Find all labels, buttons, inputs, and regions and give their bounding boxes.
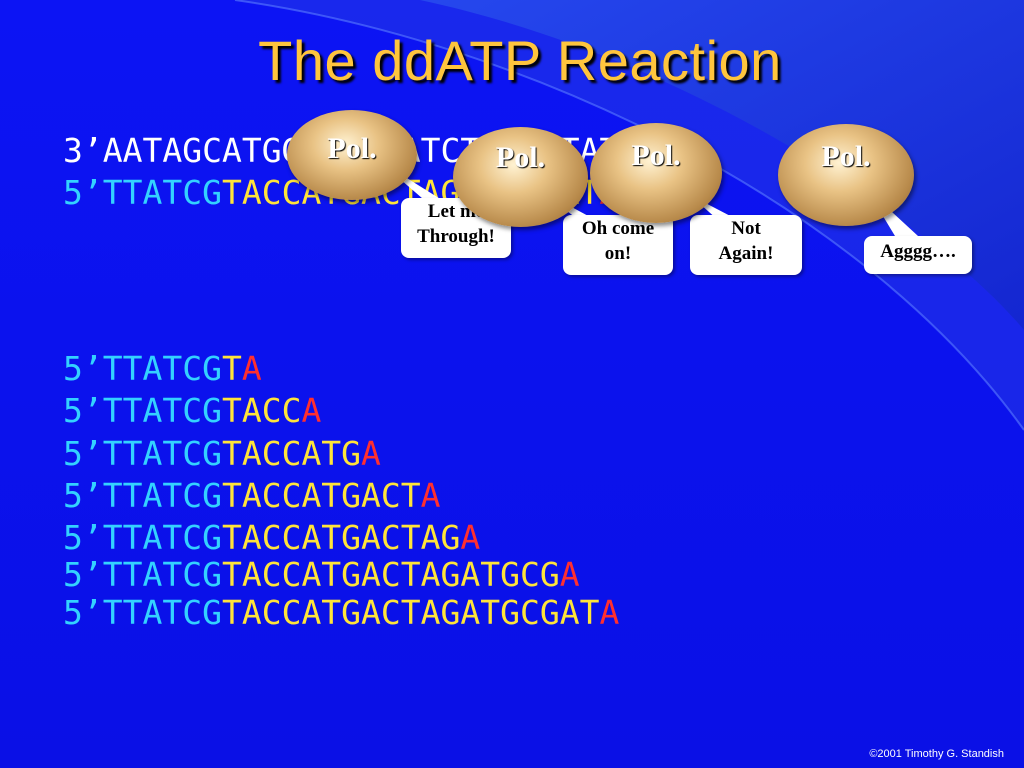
- fragment-prime: 5’: [63, 555, 103, 594]
- fragment-3: 5’TTATCGTACCATGA: [63, 437, 381, 470]
- speech-line: Through!: [417, 225, 495, 247]
- fragment-prime: 5’: [63, 349, 103, 388]
- fragment-prime: 5’: [63, 518, 103, 557]
- fragment-extension: TACCATGACTAGATGCGAT: [221, 593, 600, 632]
- speech-bubble-2: Oh come on!: [563, 215, 673, 275]
- fragment-6: 5’TTATCGTACCATGACTAGATGCGA: [63, 558, 580, 591]
- slide-title: The ddATP Reaction: [258, 29, 782, 92]
- template-prime: 3’: [63, 131, 103, 170]
- polymerase-label: Pol.: [631, 139, 681, 172]
- polymerase-label: Pol.: [495, 141, 546, 174]
- extended-primer: TTATCG: [102, 173, 222, 212]
- polymerase-2: Pol.: [453, 127, 588, 227]
- fragment-5: 5’TTATCGTACCATGACTAGA: [63, 521, 480, 554]
- fragment-primer: TTATCG: [102, 476, 222, 515]
- speech-line: on!: [604, 242, 632, 264]
- polymerase-label: Pol.: [327, 132, 377, 165]
- polymerase-1: Pol.: [287, 110, 417, 200]
- polymerase-4: Pol.: [778, 124, 914, 226]
- fragment-2: 5’TTATCGTACCA: [63, 394, 321, 427]
- fragment-terminator: A: [241, 349, 262, 388]
- speech-line: Not: [731, 218, 761, 239]
- speech-bubble-4: Agggg….: [864, 236, 972, 274]
- fragment-primer: TTATCG: [102, 434, 222, 473]
- speech-line: Oh come: [581, 218, 655, 239]
- fragment-extension: T: [221, 349, 242, 388]
- speech-line: Agggg….: [880, 241, 956, 262]
- fragment-prime: 5’: [63, 476, 103, 515]
- fragment-terminator: A: [361, 434, 381, 473]
- polymerase-label: Pol.: [821, 140, 871, 173]
- fragment-primer: TTATCG: [102, 593, 222, 632]
- fragment-prime: 5’: [63, 434, 103, 473]
- polymerase-3: Pol.: [590, 123, 722, 223]
- fragment-primer: TTATCG: [102, 518, 222, 557]
- fragment-1: 5’TTATCGTA: [63, 352, 262, 385]
- fragment-primer: TTATCG: [102, 349, 222, 388]
- fragment-extension: TACCATGACT: [221, 476, 421, 515]
- fragment-prime: 5’: [63, 593, 103, 632]
- fragment-prime: 5’: [63, 391, 103, 430]
- fragment-7: 5’TTATCGTACCATGACTAGATGCGATA: [63, 596, 619, 629]
- fragment-terminator: A: [460, 518, 481, 557]
- fragment-terminator: A: [599, 593, 620, 632]
- speech-bubble-3: Not Again!: [690, 215, 802, 275]
- fragment-terminator: A: [301, 391, 322, 430]
- fragment-extension: TACCATGACTAG: [221, 518, 461, 557]
- fragment-primer: TTATCG: [102, 555, 222, 594]
- fragment-primer: TTATCG: [102, 391, 222, 430]
- copyright-footer: ©2001 Timothy G. Standish: [869, 748, 1004, 760]
- extended-prime: 5’: [63, 173, 103, 212]
- fragment-terminator: A: [559, 555, 580, 594]
- fragment-4: 5’TTATCGTACCATGACTA: [63, 479, 441, 512]
- fragment-terminator: A: [420, 476, 441, 515]
- fragment-extension: TACCATGACTAGATGCG: [221, 555, 560, 594]
- fragment-extension: TACCATG: [221, 434, 362, 473]
- fragment-extension: TACC: [221, 391, 302, 430]
- speech-line: Again!: [718, 242, 774, 264]
